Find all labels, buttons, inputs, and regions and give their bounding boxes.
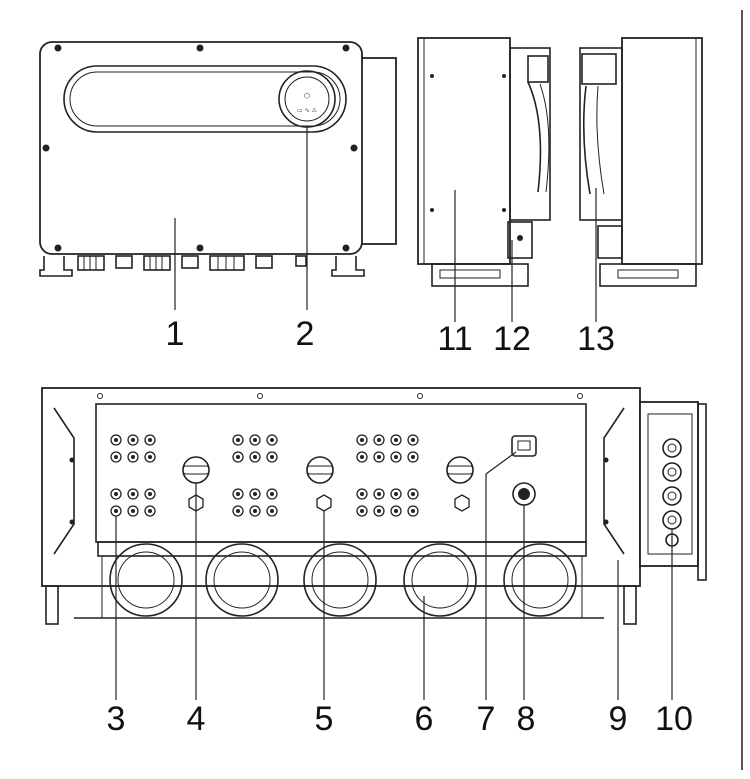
callout-4: 4 [187, 700, 206, 738]
mounting-foot-left [39, 256, 73, 277]
callout-3: 3 [107, 700, 126, 738]
com-port [511, 435, 537, 457]
led-icons: ▭ ∿ ⚠ [297, 107, 318, 114]
leg-right [623, 585, 637, 625]
leg-left [45, 585, 59, 625]
side-left-bracket [507, 221, 533, 259]
callout-10: 10 [655, 700, 693, 738]
bottom-housing [41, 387, 641, 587]
side-right-bracket [597, 225, 623, 259]
callout-1: 1 [166, 315, 185, 353]
logo-mark: ⬡ [304, 92, 310, 100]
callout-2: 2 [296, 315, 315, 353]
side-handle-right [603, 407, 625, 555]
side-right-housing [621, 37, 703, 265]
bottom-view [41, 387, 707, 700]
side-view-left [417, 37, 551, 322]
side-left-housing [417, 37, 511, 265]
ac-terminal-box [639, 401, 699, 567]
side-left-grille [527, 55, 549, 83]
front-housing [39, 41, 363, 255]
bottom-connectors [77, 255, 307, 271]
pv-connector-icon [110, 434, 419, 517]
callout-7: 7 [477, 700, 496, 738]
side-right-grille [581, 53, 617, 85]
callout-5: 5 [315, 700, 334, 738]
callout-11: 11 [437, 320, 472, 358]
callout-9: 9 [609, 700, 628, 738]
ac-terminal-icon [639, 401, 707, 581]
callout-13: 13 [577, 320, 615, 358]
mounting-foot-right [331, 256, 365, 277]
side-view-right [579, 37, 703, 322]
mounting-screw-icon [42, 44, 358, 252]
front-view: ⬡ ▭ ∿ ⚠ [39, 41, 397, 310]
callout-8: 8 [517, 700, 536, 738]
side-handle-left [53, 407, 75, 555]
pv-connector-centers [114, 438, 415, 513]
display-window [63, 65, 347, 133]
dc-switch-icon [182, 456, 474, 484]
fan-icon [74, 541, 604, 619]
callout-12: 12 [493, 320, 531, 358]
callout-6: 6 [415, 700, 434, 738]
